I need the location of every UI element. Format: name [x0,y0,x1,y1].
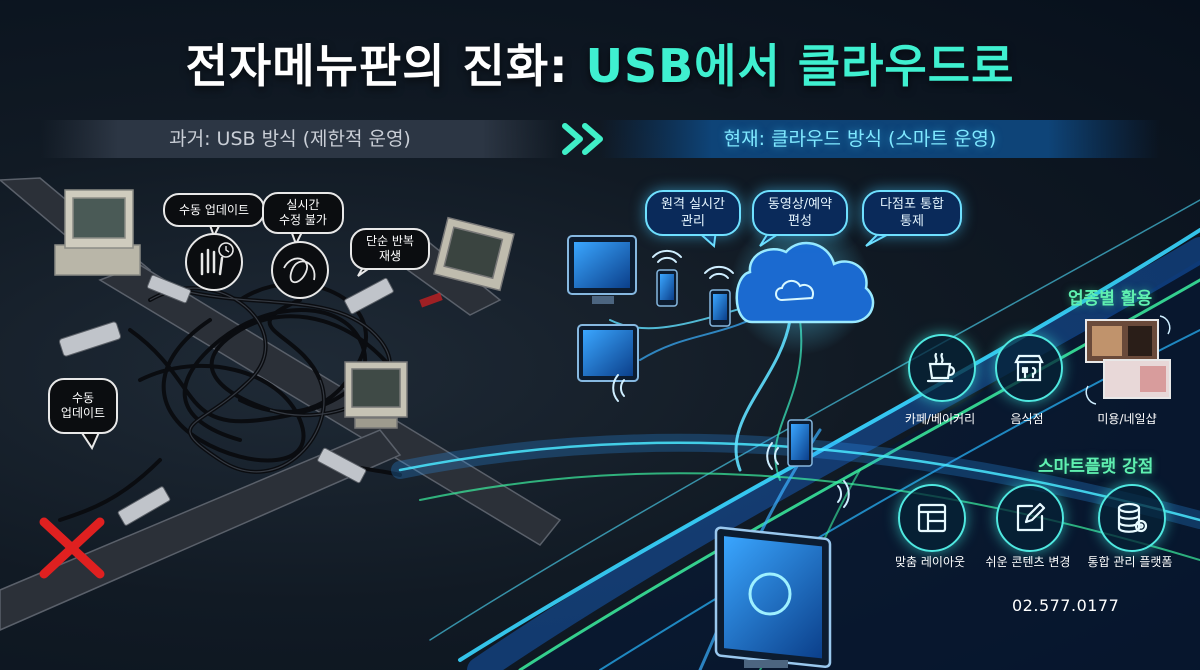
bubble-remote-management: 원격 실시간 관리 [645,190,741,236]
salon-photos-icon [1086,320,1170,400]
phone-number: 02.577.0177 [1012,596,1120,615]
page-title: 전자메뉴판의 진화: USB에서 클라우드로 [0,30,1200,96]
edit-icon [996,484,1064,552]
bubble-video-scheduling: 동영상/예약 편성 [752,190,848,236]
old-monitor [344,361,408,429]
wifi-signal-icon [612,249,850,508]
past-header: 과거: USB 방식 (제한적 운영) [169,128,411,150]
past-header-bar [40,120,560,158]
tablet-device [567,235,637,304]
bubble-manual-update: 수동 업데이트 [163,193,265,227]
strength-label-edit: 쉬운 콘텐츠 변경 [985,555,1071,569]
cloud-icon [735,241,875,324]
strengths-title: 스마트플랫 강점 [1038,457,1154,477]
chevron-arrows-icon [562,123,603,155]
bubble-no-realtime-edit: 실시간 수정 불가 [262,192,344,234]
hand-clock-icon [185,233,243,291]
layout-icon [898,484,966,552]
database-gear-icon [1098,484,1166,552]
industries-title: 업종별 활용 [1068,289,1153,309]
old-computer [54,189,141,276]
monitor-device [714,526,832,668]
title-accent: USB에서 클라우드로 [585,39,1015,93]
tablet-device [577,324,639,382]
tangled-cable-icon [271,241,329,299]
now-header-bar [600,120,1160,158]
industry-label-restaurant: 음식점 [1010,412,1044,426]
coffee-cup-icon [908,334,976,402]
title-main: 전자메뉴판의 진화: [185,39,586,93]
phone-device [656,269,731,327]
industry-label-cafe: 카페/베이커리 [904,412,976,426]
restaurant-icon [995,334,1063,402]
strength-label-platform: 통합 관리 플랫폼 [1087,555,1173,569]
bubble-manual-update-2: 수동 업데이트 [48,378,118,434]
strength-label-layout: 맞춤 레이아웃 [894,555,966,569]
phone-device [787,419,813,467]
error-x-icon [39,517,105,579]
bubble-repeat-play: 단순 반복 재생 [350,228,430,270]
industry-label-salon: 미용/네일샵 [1097,412,1157,426]
now-header: 현재: 클라우드 방식 (스마트 운영) [723,128,997,150]
usb-stick [58,274,394,526]
old-monitor [433,216,515,292]
bubble-multi-store-control: 다점포 통합 통제 [862,190,962,236]
